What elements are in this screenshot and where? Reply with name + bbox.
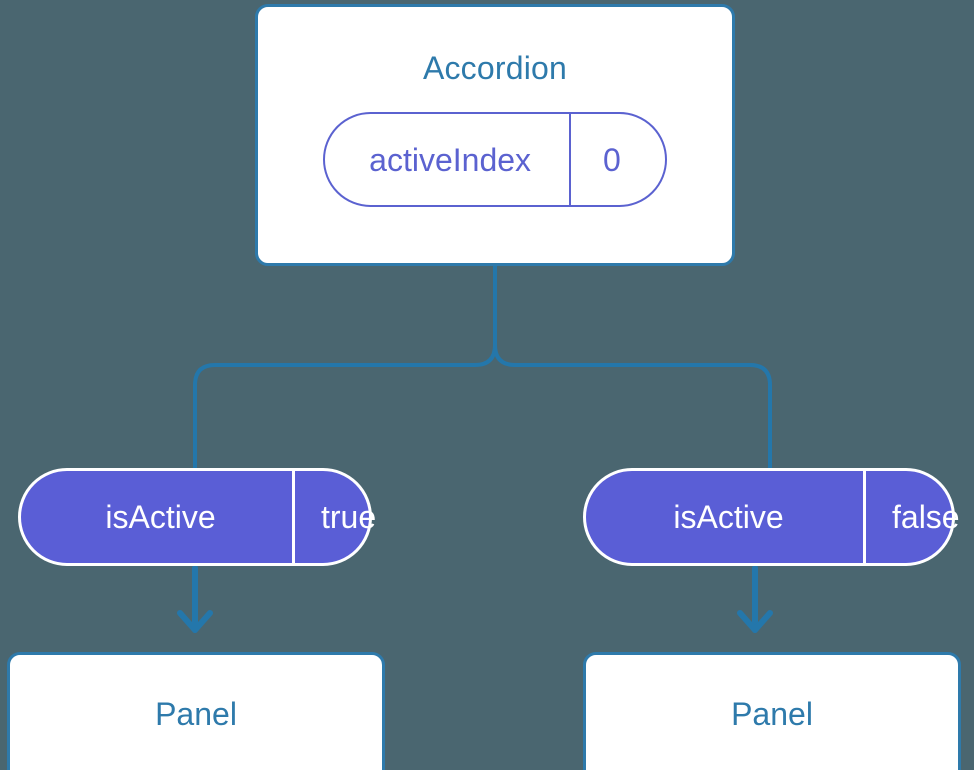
state-pill-active-index[interactable]: activeIndex 0 <box>323 112 667 207</box>
prop-pill-key: isActive <box>673 499 784 535</box>
accordion-node[interactable]: Accordion activeIndex 0 <box>255 4 735 266</box>
arrow-down-icon-right <box>737 565 773 633</box>
state-pill-key: activeIndex <box>369 141 532 178</box>
prop-pill-is-active-true[interactable]: isActive true <box>18 468 376 566</box>
connector-right-branch <box>493 264 772 470</box>
prop-pill-value: false <box>863 471 974 563</box>
accordion-title: Accordion <box>422 50 568 86</box>
panel-node-left[interactable]: Panel <box>7 652 385 770</box>
prop-pill-key: isActive <box>105 499 216 535</box>
panel-title: Panel <box>155 696 237 732</box>
panel-title: Panel <box>731 696 813 732</box>
panel-node-right[interactable]: Panel <box>583 652 961 770</box>
connector-left-branch <box>193 264 497 470</box>
prop-pill-is-active-false[interactable]: isActive false <box>583 468 960 566</box>
arrow-down-icon-left <box>177 565 213 633</box>
state-pill-value: 0 <box>569 114 665 205</box>
prop-pill-value: true <box>292 471 410 563</box>
